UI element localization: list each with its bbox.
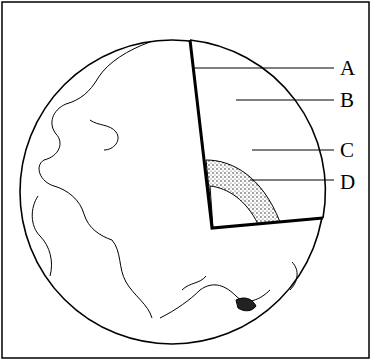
part-letter: D — [340, 172, 355, 193]
part-letter: B — [340, 90, 354, 111]
frame — [2, 2, 369, 358]
part-letter: C — [340, 140, 354, 161]
leader-lines — [192, 68, 334, 180]
part-letter: A — [340, 58, 355, 79]
